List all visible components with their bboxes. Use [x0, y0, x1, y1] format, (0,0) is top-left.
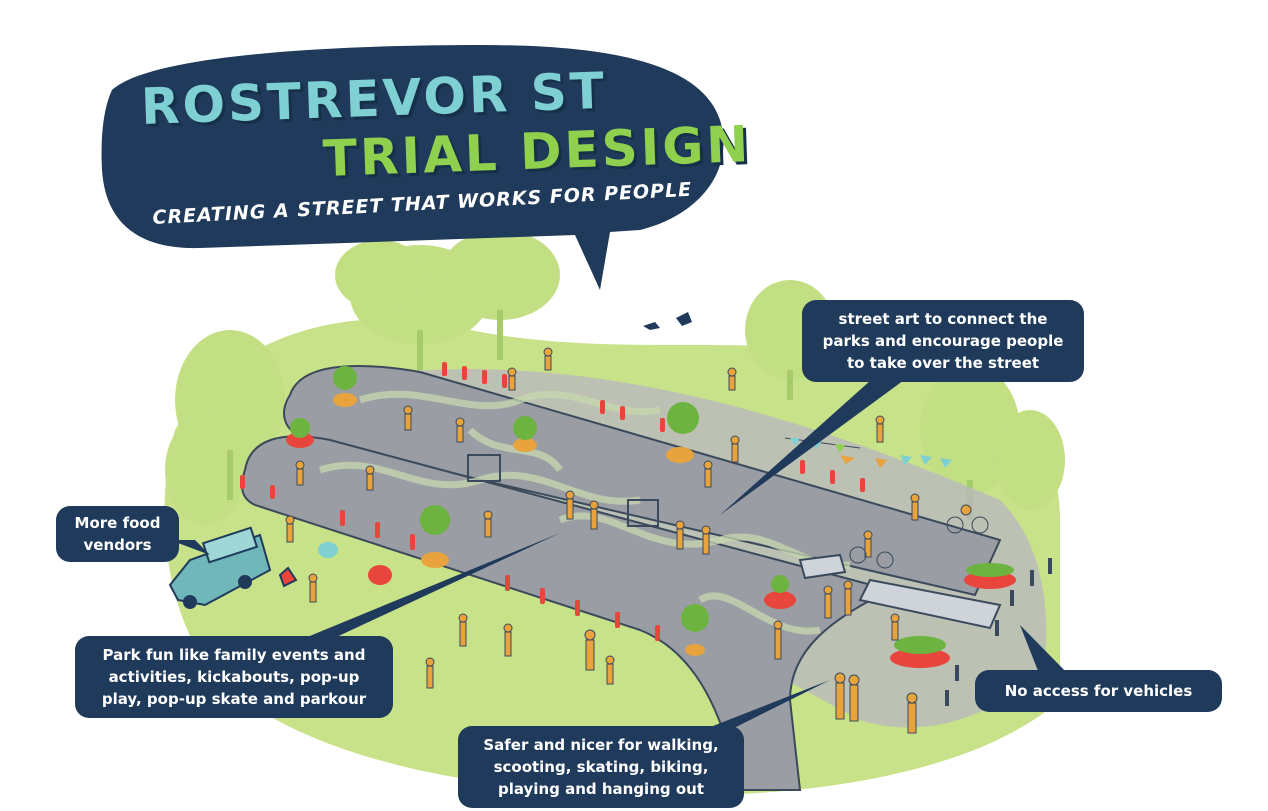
callout-no-access-line: No access for vehicles — [1004, 682, 1193, 700]
bollards — [240, 362, 865, 641]
callout-street-art: street art to connect the parks and enco… — [802, 300, 1084, 382]
benches — [798, 553, 1002, 630]
bunting — [784, 437, 952, 468]
callout-park-fun-line: Park fun like family events and — [102, 646, 366, 664]
food-truck — [168, 526, 298, 609]
callout-food-line: More food — [74, 514, 161, 532]
callout-safer-line: scooting, skating, biking, — [493, 758, 709, 776]
callout-pointers — [170, 372, 1070, 735]
callout-park-fun: Park fun like family events and activiti… — [75, 636, 393, 718]
planters — [286, 366, 1016, 668]
callout-safer: Safer and nicer for walking, scooting, s… — [458, 726, 744, 808]
birds — [643, 312, 692, 330]
callout-park-fun-line: play, pop-up skate and parkour — [101, 690, 367, 708]
callout-street-art-line: to take over the street — [846, 354, 1040, 372]
callout-food-line: vendors — [83, 536, 152, 554]
callout-safer-line: playing and hanging out — [497, 780, 704, 798]
people — [285, 347, 989, 734]
goals — [467, 454, 659, 527]
callout-food-vendors: More food vendors — [56, 506, 179, 562]
callout-safer-line: Safer and nicer for walking, — [483, 736, 719, 754]
callout-street-art-line: street art to connect the — [838, 310, 1048, 328]
callout-park-fun-line: activities, kickabouts, pop-up — [108, 668, 360, 686]
barrier-posts — [945, 558, 1052, 706]
title-bubble — [101, 45, 724, 290]
callout-no-access: No access for vehicles — [975, 670, 1222, 712]
callout-street-art-line: parks and encourage people — [822, 332, 1064, 350]
